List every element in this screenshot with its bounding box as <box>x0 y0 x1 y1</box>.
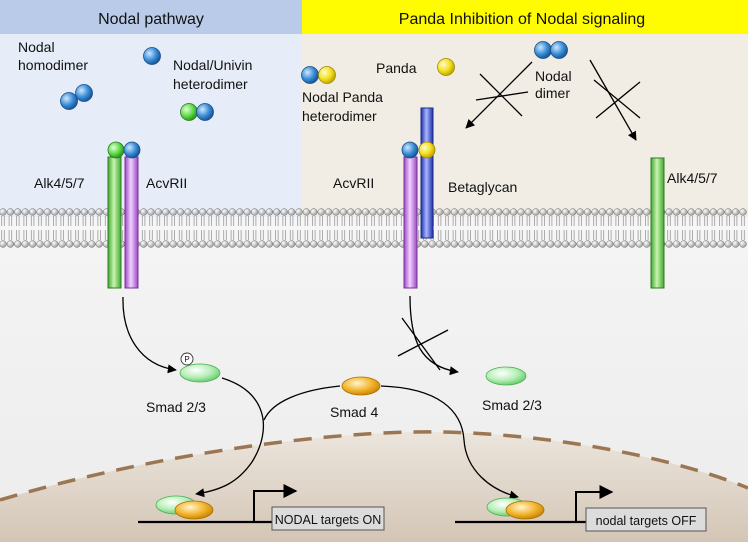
alk-label-left: Alk4/5/7 <box>34 175 85 191</box>
smad23-label-left: Smad 2/3 <box>146 399 206 415</box>
left-header-bar <box>0 0 302 34</box>
nuclear-envelope <box>0 430 748 502</box>
alk-label-right: Alk4/5/7 <box>667 170 718 186</box>
right-header-bar <box>302 0 748 34</box>
arrow-receptor-to-smad23 <box>122 296 177 374</box>
nodal-univin-heterodimer <box>180 103 214 121</box>
targets-off-box <box>585 507 707 532</box>
smad23-label-right: Smad 2/3 <box>482 397 542 413</box>
nuclear-smad4-right <box>505 500 545 520</box>
block-mark-acvrii-a <box>479 73 523 117</box>
block-mark-alk-a <box>593 79 641 119</box>
acvrii-receptor-right <box>403 156 418 289</box>
smad4-label: Smad 4 <box>330 404 378 420</box>
arrow-smad4-to-right-complex <box>380 385 519 500</box>
left-header-title: Nodal pathway <box>98 11 204 28</box>
smad23-left <box>179 363 221 383</box>
alk-receptor-left <box>107 156 122 289</box>
arrow-smad23-to-nucleus <box>195 377 264 498</box>
arrow-smad4-to-left-complex <box>263 385 341 421</box>
nodal-homodimer <box>60 84 93 110</box>
blocked-arrow-receptor-to-smad23 <box>409 295 459 376</box>
targets-on-box <box>271 506 385 531</box>
promoter-arrow-left <box>253 484 298 522</box>
phospho-label: P <box>184 355 189 364</box>
blocked-arrow-to-alk <box>589 59 637 141</box>
bound-panda <box>418 141 436 159</box>
targets-off-label: nodal targets OFF <box>596 514 697 528</box>
smad4 <box>341 376 381 396</box>
nodal-panda-heterodimer <box>301 66 336 84</box>
betaglycan-label: Betaglycan <box>448 179 517 195</box>
betaglycan-receptor <box>420 107 434 239</box>
nodal-dimer-label: Nodal dimer <box>535 68 575 101</box>
nodal-panda-heterodimer-label: Nodal Panda heterodimer <box>302 89 387 124</box>
panda-label: Panda <box>376 60 417 76</box>
acvrii-receptor-left <box>124 156 139 289</box>
bound-univin <box>107 141 125 159</box>
nodal-monomer <box>143 47 161 65</box>
phospho-marker <box>180 352 194 366</box>
blocked-arrow-to-acvrii <box>465 61 533 129</box>
nuclear-smad4-left <box>174 500 214 520</box>
nodal-univin-heterodimer-label: Nodal/Univin heterodimer <box>173 57 256 92</box>
left-panel-background <box>0 0 302 238</box>
block-mark-smad-a <box>397 329 449 357</box>
block-mark-acvrii-b <box>475 91 529 101</box>
alk-receptor-right <box>650 157 665 289</box>
smad23-right <box>485 366 527 386</box>
bound-nodal-left <box>123 141 141 159</box>
right-panel-background <box>302 0 748 238</box>
nodal-homodimer-label: Nodal homodimer <box>18 39 88 73</box>
panda-monomer <box>437 58 455 76</box>
acvrii-label-right: AcvRII <box>333 175 374 191</box>
block-mark-smad-b <box>401 317 441 371</box>
acvrii-label-left: AcvRII <box>146 175 187 191</box>
targets-on-label: NODAL targets ON <box>275 513 382 527</box>
block-mark-alk-b <box>595 81 641 119</box>
bound-nodal-right <box>401 141 419 159</box>
nodal-dimer <box>534 41 568 59</box>
promoter-arrow-right <box>575 485 614 522</box>
right-header-title: Panda Inhibition of Nodal signaling <box>399 11 645 28</box>
